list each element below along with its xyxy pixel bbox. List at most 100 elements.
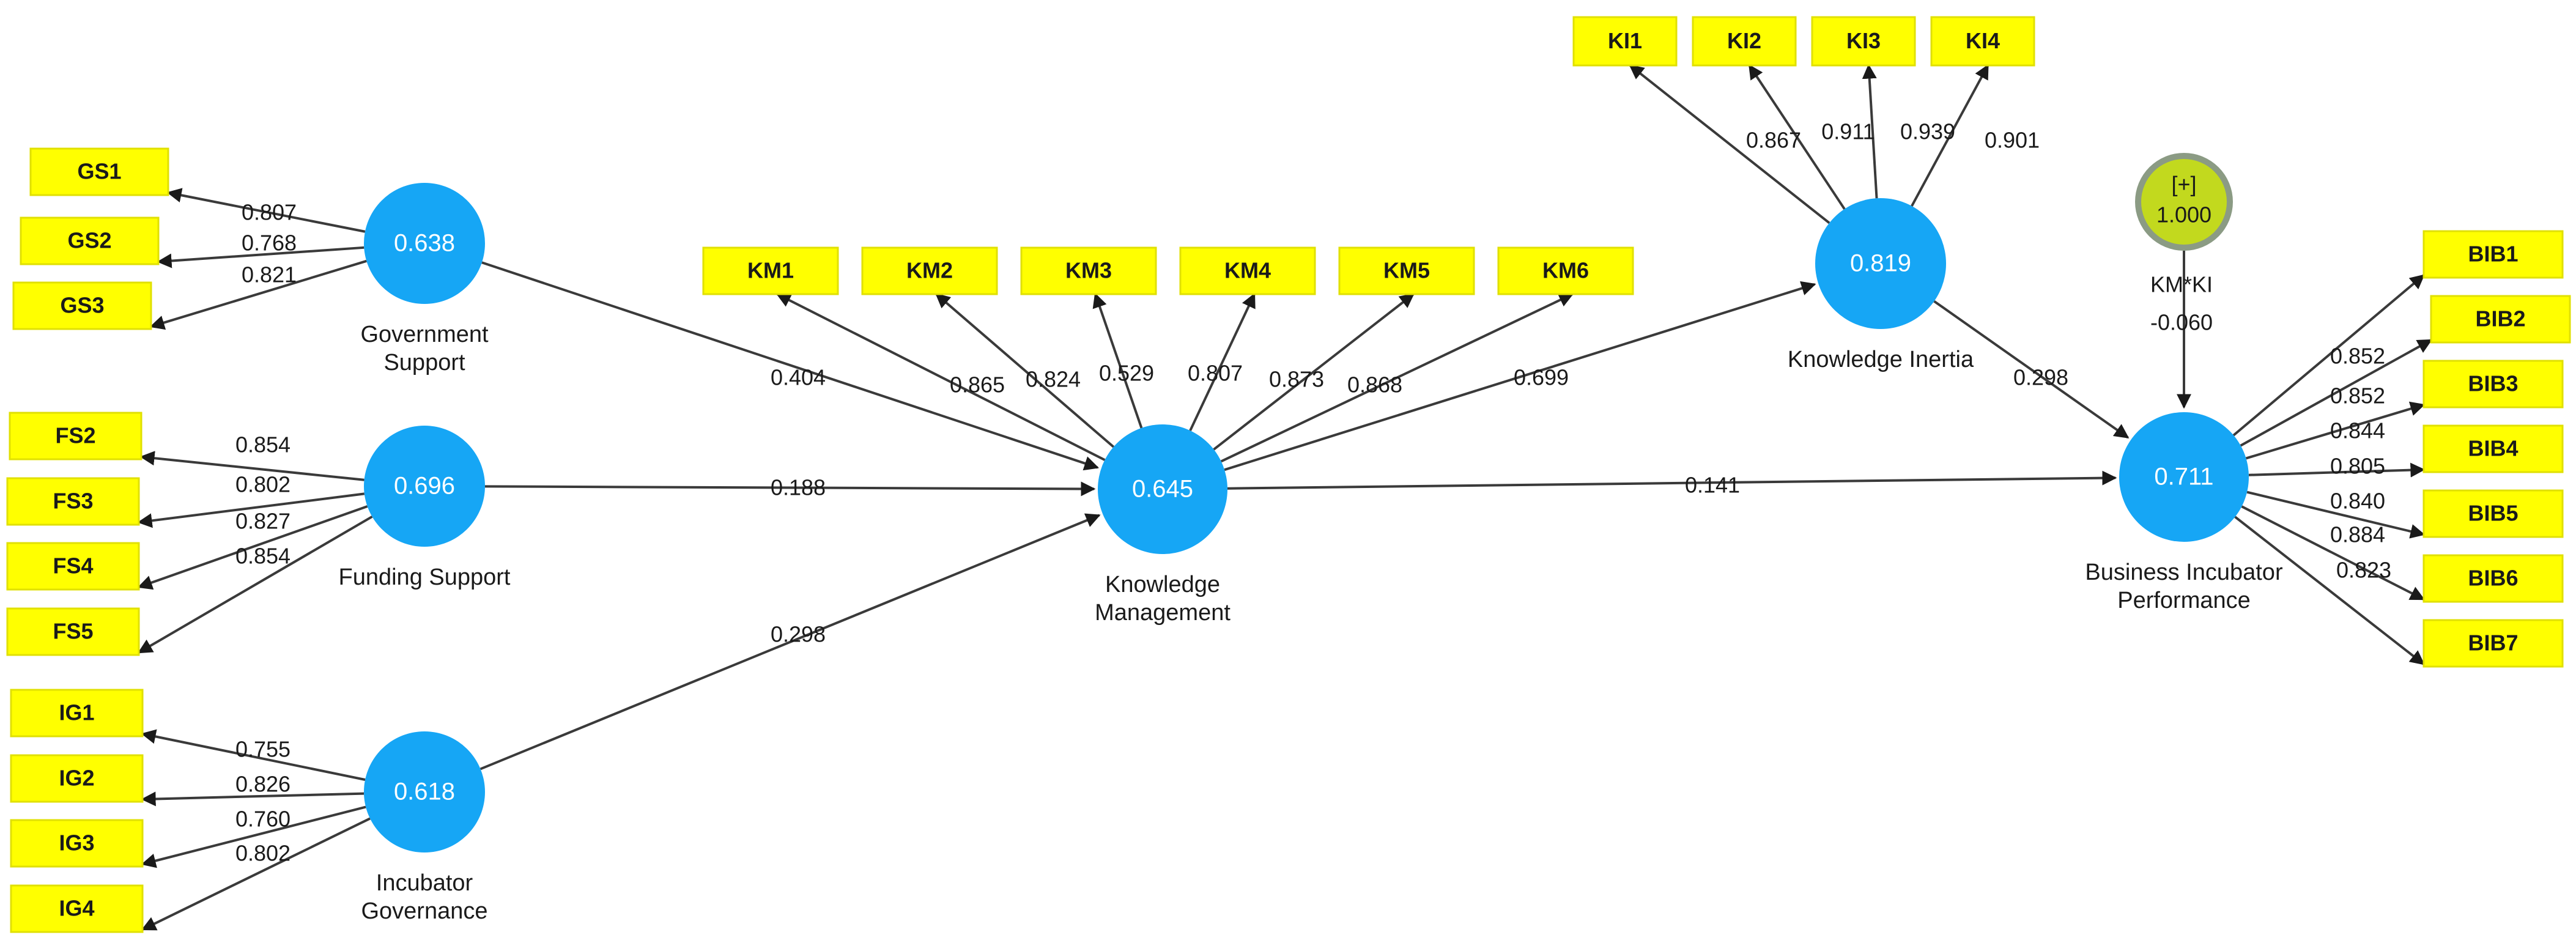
indicator-box-KM1[interactable]: KM1 [702,246,839,295]
loading-value-BIB1: 0.852 [2330,344,2385,369]
indicator-rect [10,819,144,868]
indicator-box-KM6[interactable]: KM6 [1497,246,1634,295]
loading-arrow-IG3 [141,805,366,868]
path-KM-to-KI [1224,281,1816,472]
latent-node-IG[interactable]: 0.618 [364,731,485,852]
indicator-rect [20,216,160,265]
indicator-rect [2430,295,2571,344]
indicator-rect [1179,246,1316,295]
latent-circle-KI [1815,198,1946,329]
indicator-rect [2422,424,2564,473]
indicator-label-KM4: KM4 [1224,258,1271,283]
indicator-box-GS2[interactable]: GS2 [20,216,160,265]
loading-value-KM5: 0.873 [1269,367,1324,392]
indicator-box-IG1[interactable]: IG1 [10,689,144,738]
path-coefficient-KM-BIP: 0.141 [1685,473,1740,498]
indicator-rect [2422,554,2564,603]
loading-value-KI2: 0.911 [1821,119,1875,144]
loading-value-FS4: 0.827 [235,509,291,534]
indicator-box-KI4[interactable]: KI4 [1930,16,2035,67]
indicator-box-BIB4[interactable]: BIB4 [2422,424,2564,473]
indicator-box-GS3[interactable]: GS3 [12,281,152,330]
latent-name-FS: Funding Support [339,564,511,590]
loading-value-KM1: 0.865 [950,372,1005,398]
loading-arrow-KI1 [1629,64,1830,224]
loading-value-FS3: 0.802 [235,472,291,497]
indicator-rect [1811,16,1916,67]
indicator-label-KM6: KM6 [1542,258,1589,283]
edges-layer [137,64,2433,931]
latent-value-KI: 0.819 [1850,250,1911,277]
loading-arrow-FS4 [137,505,368,590]
indicator-rect [12,281,152,330]
loading-arrow-GS2 [157,246,365,268]
indicator-box-BIB7[interactable]: BIB7 [2422,619,2564,668]
indicator-rect [1692,16,1797,67]
moderator-value: 1.000 [2156,202,2211,227]
indicator-box-FS3[interactable]: FS3 [6,477,140,526]
indicator-box-GS1[interactable]: GS1 [29,147,169,196]
indicator-box-KI1[interactable]: KI1 [1572,16,1678,67]
latent-circle-IG [364,731,485,852]
moderator-circle [2141,159,2227,245]
loading-arrow-FS3 [137,492,365,528]
loading-arrow-KM1 [775,293,1106,461]
indicator-box-FS4[interactable]: FS4 [6,542,140,591]
latent-name-GS-line2: Support [383,350,465,375]
indicator-box-KI2[interactable]: KI2 [1692,16,1797,67]
indicator-box-BIB3[interactable]: BIB3 [2422,360,2564,409]
indicator-label-KM2: KM2 [906,258,953,283]
indicator-label-KM5: KM5 [1383,258,1430,283]
indicator-rect [2422,360,2564,409]
indicator-box-KM3[interactable]: KM3 [1020,246,1157,295]
indicator-label-FS5: FS5 [53,619,93,644]
indicator-box-BIB5[interactable]: BIB5 [2422,489,2564,538]
loading-arrow-BIB1 [2232,274,2425,437]
indicator-label-FS3: FS3 [53,489,93,514]
loading-value-FS2: 0.854 [235,432,291,457]
loading-arrow-KM6 [1220,293,1574,463]
indicator-rect [29,147,169,196]
loading-value-BIB6: 0.884 [2330,522,2385,547]
indicator-box-KI3[interactable]: KI3 [1811,16,1916,67]
latent-node-KM[interactable]: 0.645 [1098,424,1227,554]
indicator-box-IG3[interactable]: IG3 [10,819,144,868]
latent-circle-BIP [2119,412,2249,542]
loading-arrow-BIB2 [2240,339,2433,447]
indicator-box-KM2[interactable]: KM2 [861,246,998,295]
latent-node-GS[interactable]: 0.638 [364,183,485,304]
indicator-box-BIB2[interactable]: BIB2 [2430,295,2571,344]
latent-node-KI[interactable]: 0.819 [1815,198,1946,329]
path-KM-to-BIP [1227,470,2117,490]
moderator-node[interactable]: [+]1.000 [2135,153,2233,251]
latent-node-BIP[interactable]: 0.711 [2119,412,2249,542]
indicator-box-FS5[interactable]: FS5 [6,607,140,656]
loading-arrow-BIB3 [2245,401,2426,460]
indicator-label-GS1: GS1 [77,159,121,184]
latent-name-KM: Knowledge [1105,572,1220,597]
indicator-box-FS2[interactable]: FS2 [9,412,142,460]
latent-name-IG: Incubator [376,870,473,896]
loading-arrow-IG1 [141,729,366,781]
indicator-box-BIB1[interactable]: BIB1 [2422,230,2564,279]
indicator-box-BIB6[interactable]: BIB6 [2422,554,2564,603]
indicator-box-KM5[interactable]: KM5 [1338,246,1475,295]
labels-layer: 0.8070.7680.8210.8540.8020.8270.8540.755… [235,119,2391,925]
indicator-label-GS3: GS3 [60,293,104,318]
loading-value-IG1: 0.755 [235,737,291,762]
moderation-term-label: KM*KI [2150,272,2213,297]
indicator-rect [2422,230,2564,279]
indicator-box-IG2[interactable]: IG2 [10,754,144,803]
loading-value-KM6: 0.868 [1347,372,1402,398]
indicator-rect [10,689,144,738]
indicator-label-KI2: KI2 [1727,28,1761,53]
loading-arrow-KM4 [1189,292,1256,431]
latent-name-BIP-line2: Performance [2117,588,2251,613]
loading-arrow-BIB5 [2246,490,2426,539]
indicator-box-IG4[interactable]: IG4 [10,884,144,933]
indicator-box-KM4[interactable]: KM4 [1179,246,1316,295]
indicator-label-BIB5: BIB5 [2468,501,2518,526]
latent-node-FS[interactable]: 0.696 [364,426,485,547]
indicator-label-BIB6: BIB6 [2468,566,2518,591]
indicator-label-FS4: FS4 [53,553,93,579]
